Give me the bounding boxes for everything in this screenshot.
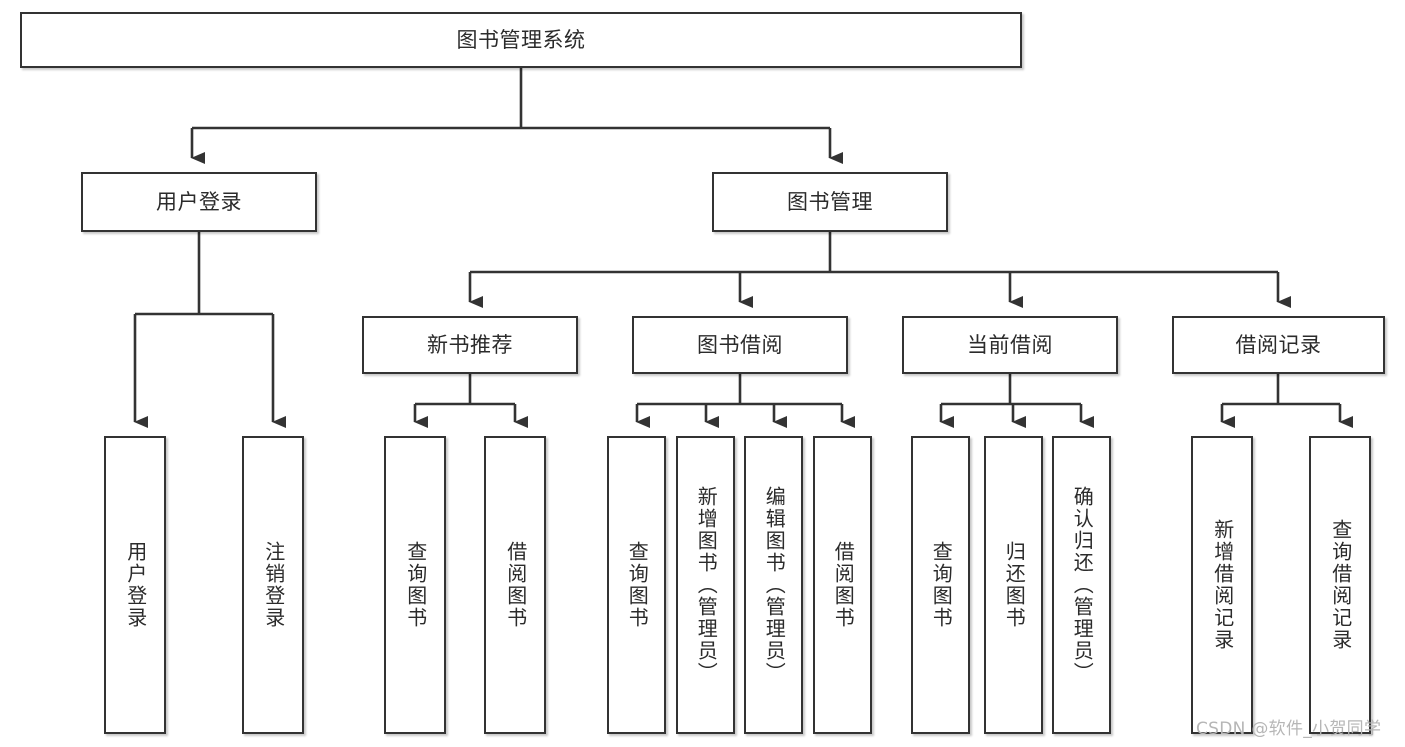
node-user-login-label: 用户登录 [156,189,242,214]
node-leaf-return-book[interactable]: 归还图书 [984,436,1043,734]
node-leaf-user-login-label: 用户登录 [123,541,148,629]
node-leaf-confirm-return-admin-label: 确认归还（管理员） [1070,486,1095,684]
node-leaf-query-book-current-label: 查询图书 [929,541,954,629]
node-leaf-user-login[interactable]: 用户登录 [104,436,166,734]
node-book-borrow[interactable]: 图书借阅 [632,316,848,374]
node-leaf-query-book-borrow-label: 查询图书 [625,541,650,629]
node-leaf-query-borrow-record-label: 查询借阅记录 [1328,519,1353,651]
node-root-label: 图书管理系统 [456,27,586,52]
node-leaf-user-logout-label: 注销登录 [261,541,286,629]
node-leaf-query-book-recommend[interactable]: 查询图书 [384,436,446,734]
node-leaf-add-borrow-record[interactable]: 新增借阅记录 [1191,436,1253,734]
node-leaf-query-book-current[interactable]: 查询图书 [911,436,970,734]
node-new-book-recommend-label: 新书推荐 [427,332,513,357]
node-leaf-borrow-book-recommend-label: 借阅图书 [503,541,528,629]
node-leaf-edit-book-admin[interactable]: 编辑图书（管理员） [744,436,803,734]
node-leaf-query-borrow-record[interactable]: 查询借阅记录 [1309,436,1371,734]
node-book-borrow-label: 图书借阅 [697,332,783,357]
watermark-text: CSDN @软件_小贺同学 [1196,719,1382,739]
node-new-book-recommend[interactable]: 新书推荐 [362,316,578,374]
node-current-borrow-label: 当前借阅 [967,332,1053,357]
node-leaf-query-book-recommend-label: 查询图书 [403,541,428,629]
node-book-manage[interactable]: 图书管理 [712,172,948,232]
node-leaf-add-borrow-record-label: 新增借阅记录 [1210,519,1235,651]
node-leaf-borrow-book-recommend[interactable]: 借阅图书 [484,436,546,734]
node-leaf-return-book-label: 归还图书 [1002,541,1027,629]
node-user-login[interactable]: 用户登录 [81,172,317,232]
node-current-borrow[interactable]: 当前借阅 [902,316,1118,374]
node-leaf-add-book-admin-label: 新增图书（管理员） [694,486,719,684]
node-book-manage-label: 图书管理 [787,189,873,214]
node-leaf-add-book-admin[interactable]: 新增图书（管理员） [676,436,735,734]
node-leaf-borrow-book[interactable]: 借阅图书 [813,436,872,734]
node-leaf-query-book-borrow[interactable]: 查询图书 [607,436,666,734]
node-leaf-user-logout[interactable]: 注销登录 [242,436,304,734]
node-root[interactable]: 图书管理系统 [20,12,1022,68]
node-leaf-confirm-return-admin[interactable]: 确认归还（管理员） [1052,436,1111,734]
node-borrow-record[interactable]: 借阅记录 [1172,316,1385,374]
node-leaf-borrow-book-label: 借阅图书 [831,541,856,629]
node-leaf-edit-book-admin-label: 编辑图书（管理员） [762,486,787,684]
node-borrow-record-label: 借阅记录 [1235,332,1322,357]
